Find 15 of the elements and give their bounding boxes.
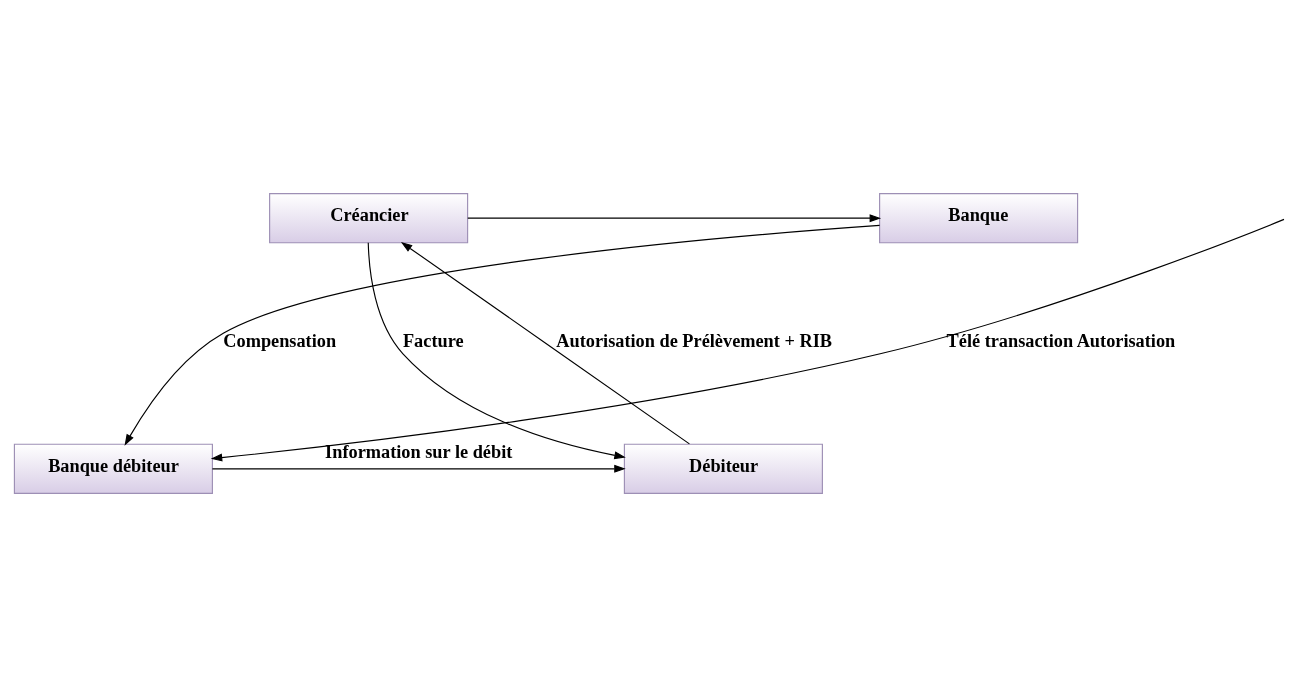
- arrow: [211, 464, 626, 473]
- arrow: [124, 224, 881, 446]
- node-box: Banque: [879, 192, 1079, 243]
- node-box: Créancier: [269, 192, 469, 243]
- edge-label: Compensation: [223, 330, 337, 351]
- arrow: [210, 218, 1285, 462]
- edge-label: Télé transaction Autorisation: [946, 330, 1176, 351]
- edge-label: Facture: [402, 330, 464, 351]
- arrow: [400, 241, 690, 444]
- node-box: Banque débiteur: [13, 443, 213, 494]
- arrow: [367, 241, 626, 459]
- node-box: Débiteur: [623, 443, 823, 494]
- edge-label: Information sur le débit: [325, 441, 513, 462]
- edge-label: Autorisation de Prélèvement + RIB: [556, 330, 832, 351]
- arrow: [467, 213, 882, 222]
